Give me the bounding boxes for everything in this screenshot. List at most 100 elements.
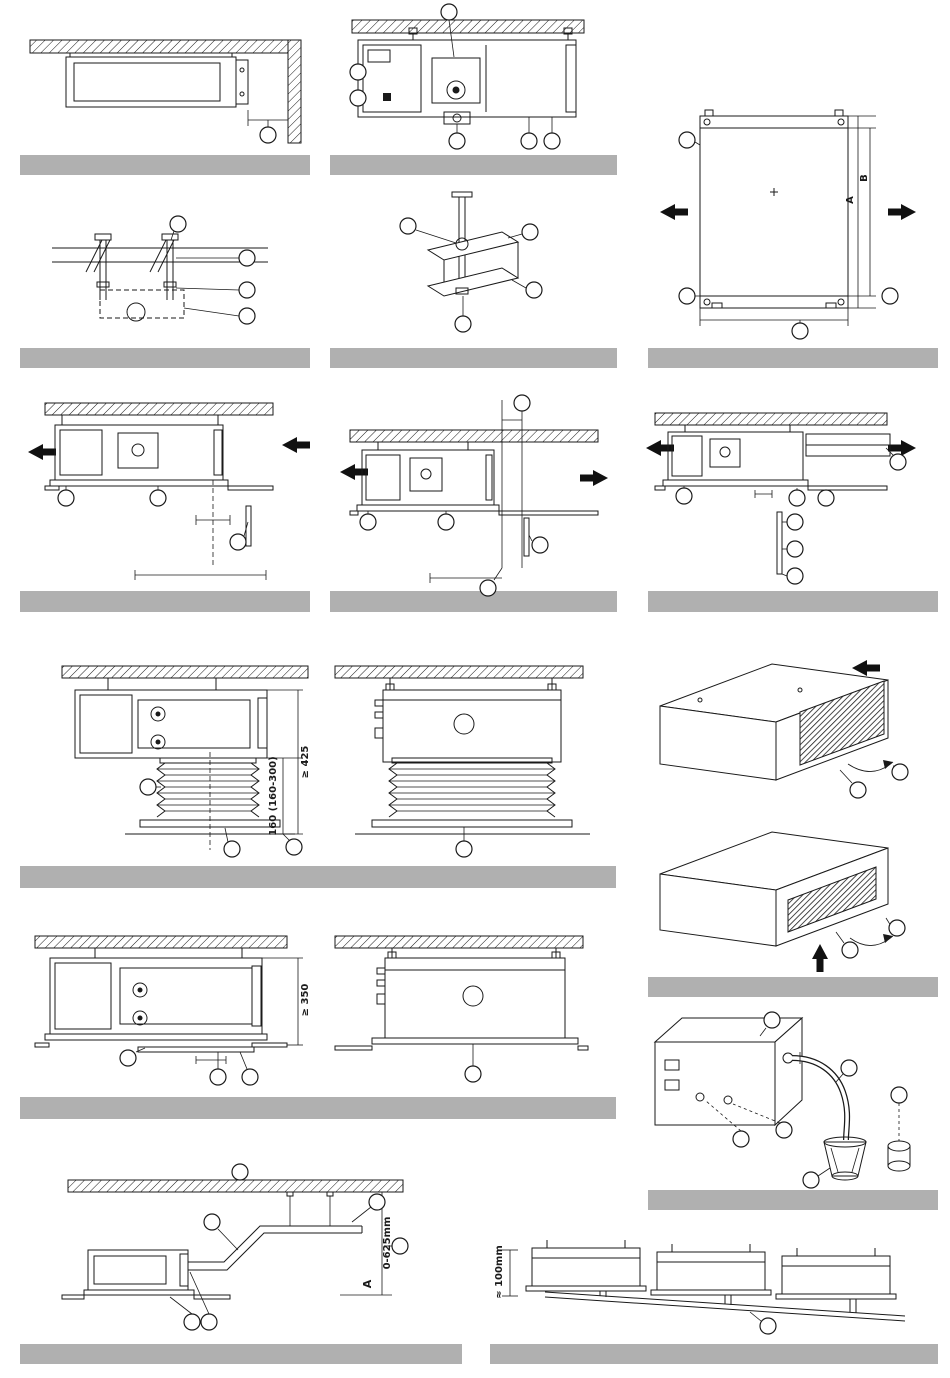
fig-install-position-panel (646, 412, 916, 585)
callout-circle (285, 838, 303, 856)
caption-bar (20, 155, 310, 175)
slide-arrow-right-icon (888, 440, 916, 456)
callout-circle (531, 536, 549, 554)
callout-circle (200, 1313, 218, 1331)
slide-arrow-right-icon (580, 470, 608, 486)
caption-bar (648, 348, 938, 368)
fig-flexible-duct-front-view (334, 665, 590, 858)
ceiling-hatch (334, 935, 584, 949)
callout-circle (349, 89, 367, 107)
callout-circle (763, 1011, 781, 1029)
callout-circle (391, 1237, 409, 1255)
callout-circle (802, 1171, 820, 1189)
callout-circle (223, 840, 241, 858)
dim-label-min-425: ≥ 425 (300, 746, 311, 779)
callout-circle (231, 1163, 249, 1181)
callout-circle (479, 579, 497, 597)
caption-bar (20, 348, 310, 368)
fig-drain-piping-multi-units: ≈ 100mm (494, 1240, 906, 1335)
callout-circle (57, 489, 75, 507)
ceiling-hatch (654, 412, 888, 426)
callout-circle (841, 941, 859, 959)
caption-bar (490, 1344, 938, 1364)
ceiling-hatch (44, 402, 274, 416)
callout-circle (183, 1313, 201, 1331)
callout-circle (889, 453, 907, 471)
slide-arrow-left-icon (340, 464, 368, 480)
filter-up-arrow-icon (812, 944, 828, 972)
callout-circle (759, 1317, 777, 1335)
callout-circle (888, 919, 906, 937)
callout-circle (786, 540, 804, 558)
callout-circle (448, 132, 466, 150)
ceiling-hatch (34, 935, 288, 949)
clearance-arrow-left-icon (660, 204, 688, 220)
callout-circle (139, 778, 157, 796)
callout-circle (238, 281, 256, 299)
fig-flexible-duct-side-view: ≥ 425 160 (160-300) (61, 665, 311, 858)
wall-hatch (287, 39, 302, 144)
clearance-arrow-right-icon (888, 204, 916, 220)
ceiling-hatch (61, 665, 309, 679)
callout-circle (786, 567, 804, 585)
callout-circle (359, 513, 377, 531)
ceiling-hatch (349, 429, 599, 443)
caption-bars (20, 155, 938, 1364)
dim-label-0-625: 0-625mm (382, 1217, 393, 1270)
fig-hanger-bracket-detail (399, 191, 543, 333)
caption-bar (648, 1190, 938, 1210)
ceiling-hatch (67, 1179, 404, 1193)
callout-circle (238, 249, 256, 267)
fig-filter-removal-side (659, 660, 909, 799)
callout-circle (520, 132, 538, 150)
callout-circle (399, 217, 417, 235)
fig-unit-parts-overview (349, 3, 585, 150)
callout-circle (817, 489, 835, 507)
callout-circle (368, 1193, 386, 1211)
callout-circle (437, 513, 455, 531)
callout-circle (543, 132, 561, 150)
dim-label-a: A (845, 196, 856, 204)
callout-circle (119, 1049, 137, 1067)
callout-circle (238, 307, 256, 325)
callout-circle (464, 1065, 482, 1083)
caption-bar (20, 591, 310, 612)
callout-circle (890, 1086, 908, 1104)
callout-circle (732, 1130, 750, 1148)
callout-circle (675, 487, 693, 505)
air-filter-grille (787, 866, 877, 933)
mount-pad-marker (383, 93, 391, 101)
dim-label-a-drain: A (361, 1279, 374, 1288)
ceiling-hatch (29, 39, 289, 54)
fig-ceiling-side-clearance (29, 39, 302, 144)
callout-circle (229, 533, 247, 551)
fig-suspension-bolt-install (52, 215, 268, 325)
callout-circle (440, 3, 458, 21)
callout-circle (209, 1068, 227, 1086)
fig-drain-piping-side: 0-625mm A (61, 1163, 409, 1331)
caption-bar (20, 866, 616, 888)
dim-label-160-range: 160 (160-300) (268, 756, 279, 835)
callout-circle (149, 489, 167, 507)
fig-top-view-clearances: A B (660, 109, 916, 340)
caption-bar (330, 591, 617, 612)
caption-bar (648, 977, 938, 997)
fig-service-space-side-view: ≥ 350 (34, 935, 311, 1086)
callout-circle (259, 126, 277, 144)
fig-service-space-front-view (334, 935, 589, 1083)
ceiling-hatch (351, 19, 585, 34)
callout-circle (203, 1213, 221, 1231)
callout-circle (786, 513, 804, 531)
caption-bar (20, 1097, 616, 1119)
slide-arrow-left-icon (28, 444, 56, 460)
callout-circle (349, 63, 367, 81)
callout-circle (454, 315, 472, 333)
callout-circle (891, 763, 909, 781)
callout-circle (521, 223, 539, 241)
fig-drain-hose-detail (653, 1011, 911, 1189)
callout-circle (513, 394, 531, 412)
callout-circle (788, 489, 806, 507)
dim-label-approx-100: ≈ 100mm (494, 1245, 505, 1299)
